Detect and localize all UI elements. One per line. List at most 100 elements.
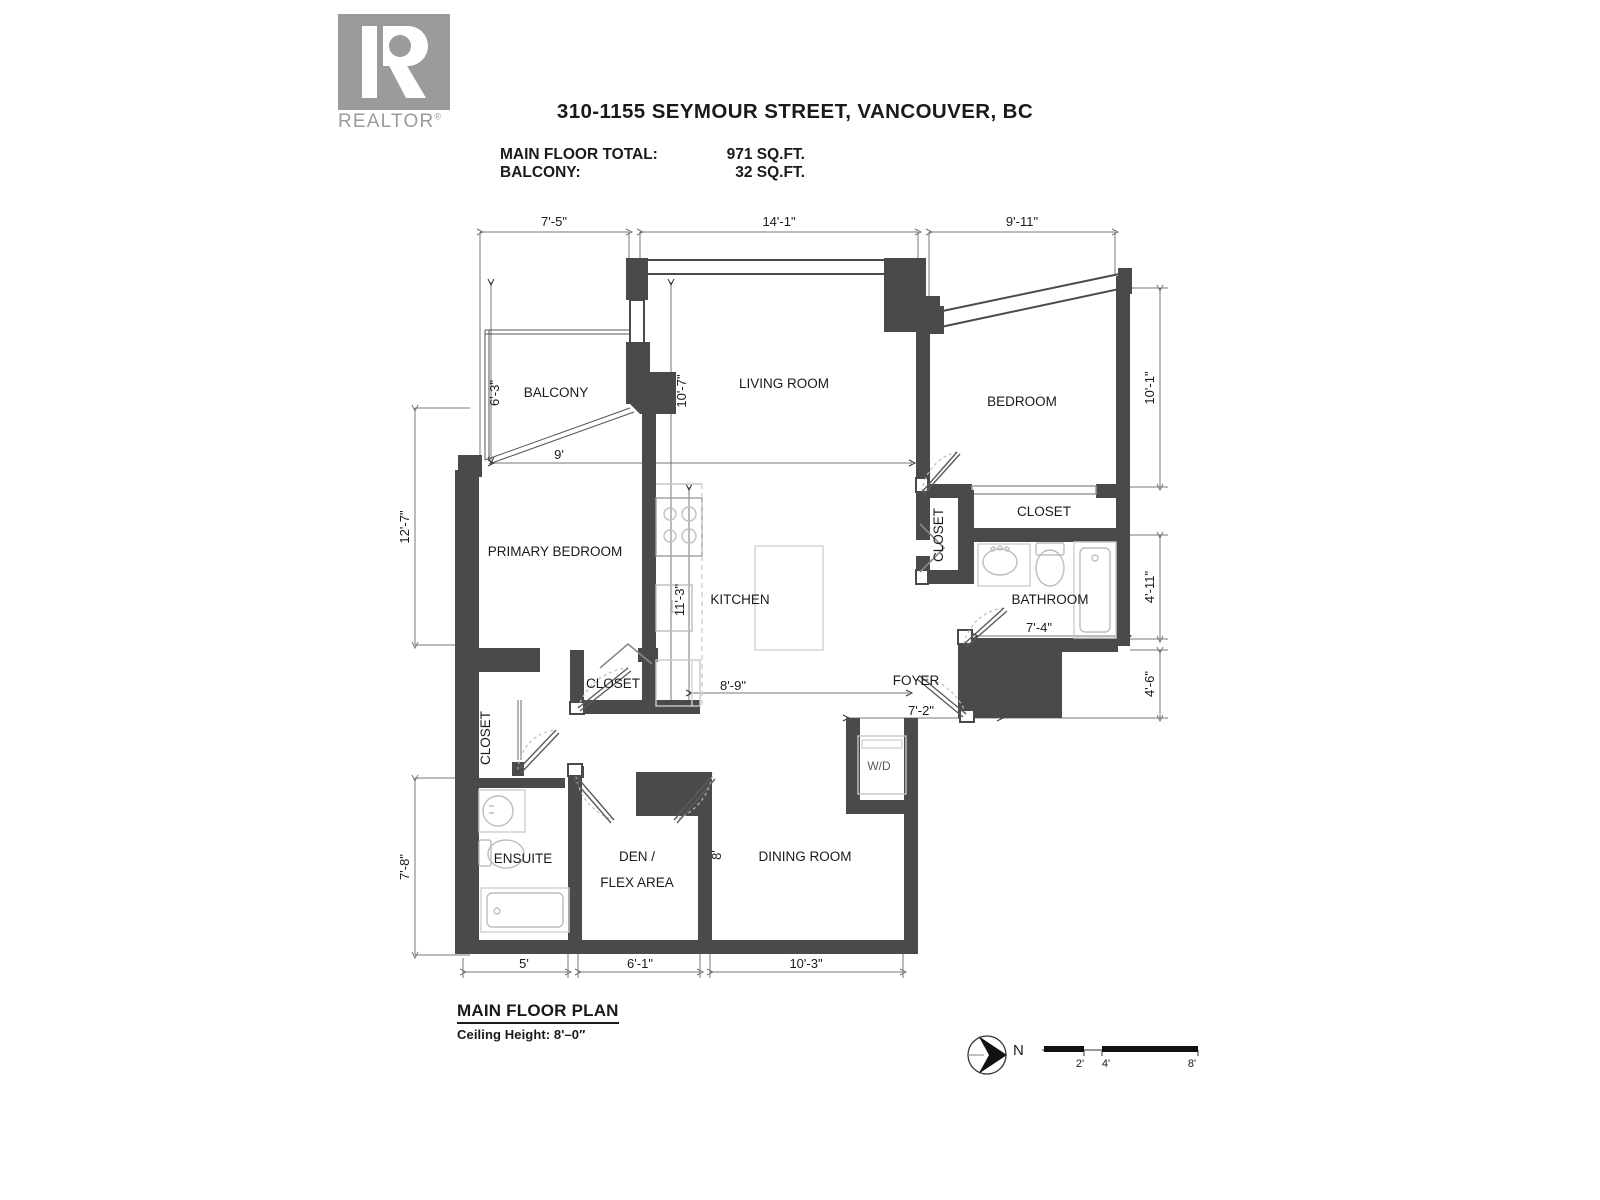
realtor-logo: REALTOR® [338,14,450,134]
dim-foyer-width: 7'-2" [908,703,934,718]
room-label-living-room: LIVING ROOM [739,376,829,391]
kitchen-appliance [655,659,701,707]
scale-bar: 2' 4' 8' [1042,1046,1199,1070]
dim-bottom-2: 6'-1" [627,956,653,971]
wall-closet-hall-east [958,490,974,582]
dim-left-1: 12'-7" [397,510,412,544]
realtor-wordmark: REALTOR® [338,111,456,133]
page-title: 310-1155 SEYMOUR STREET, VANCOUVER, BC [556,100,1034,123]
ensuite-tub-icon [480,887,570,933]
summary-value-balcony: 32 SQ.FT. [735,164,805,181]
bathroom-toilet-icon [1035,542,1065,587]
summary-row-balcony: BALCONY: 32 SQ.FT. [500,164,1100,182]
area-summary: MAIN FLOOR TOTAL: 971 SQ.FT. BALCONY: 32… [500,146,1100,182]
wall-top-right-block2 [884,258,926,296]
dim-right-3: 4'-6" [1142,671,1157,697]
jamb-foyer-door [959,709,975,723]
wall-kitchen-west-window [629,299,645,347]
swing-bedroom [921,451,958,493]
door-swings [517,451,1008,824]
north-label: N [1013,1042,1024,1059]
wall-bedroom-west [916,330,930,488]
ensuite-toilet-icon [478,839,525,869]
door-leaf-closet-kitchen [577,667,632,712]
washer-dryer-icon [857,735,907,795]
ceiling-height-note: Ceiling Height: 8'–0″ [457,1027,586,1042]
wall-living-west [626,258,648,300]
wall-ensuite-north [455,778,565,788]
wall-bathroom-south-block [958,638,1118,718]
room-label-bedroom: BEDROOM [987,394,1057,409]
dim-balcony-width: 9' [554,447,564,462]
swing-closet-kitchen-left [577,667,629,709]
dim-right-2: 4'-11" [1142,571,1157,604]
wall-primary-west [455,470,540,790]
room-label-closet-primary: CLOSET [478,711,493,765]
room-label-closet-kitchen: CLOSET [586,676,640,691]
door-leaf-bedroom [921,451,961,495]
wall-closet-hall-west [916,490,930,540]
jamb-closet-hall-door [915,569,929,585]
kitchen-island [754,545,824,651]
room-label-den-2: FLEX AREA [600,875,674,890]
wall-foyer-west [846,718,860,812]
walls [455,258,1132,954]
dim-den-height: 8' [709,850,724,860]
room-label-closet-hall: CLOSET [931,508,946,562]
summary-label-balcony: BALCONY: [500,164,581,181]
dim-living-height: 10'-7" [674,374,689,408]
dimension-labels: 7'-5" 14'-1" 9'-11" 12'-7" 7'-8" 10'-1" … [397,214,1157,971]
compass-icon [967,1035,1007,1075]
wall-wd-bottom [846,800,918,814]
scale-tick-8: 8' [1188,1058,1196,1070]
room-label-kitchen: KITCHEN [710,592,769,607]
dim-left-2: 7'-8" [397,854,412,880]
bedroom-window-angled [926,268,1132,334]
scale-tick-2: 2' [1076,1058,1084,1070]
wall-bathroom-top [972,528,1118,542]
room-label-den-1: DEN / [619,849,655,864]
summary-label-main-floor: MAIN FLOOR TOTAL: [500,146,658,163]
wall-closet-kitchen-west [570,650,584,708]
dim-top-3: 9'-11" [1006,214,1039,229]
summary-value-main-floor: 971 SQ.FT. [726,146,805,163]
closet-kitchen-bifold [599,642,653,669]
room-label-balcony: BALCONY [524,385,589,400]
closet-primary-rods [517,700,522,760]
wall-den-west [568,772,582,954]
plan-title: MAIN FLOOR PLAN [457,1001,619,1024]
room-labels: BALCONY LIVING ROOM BEDROOM CLOSET CLOSE… [478,376,1089,890]
room-label-dining-room: DINING ROOM [759,849,852,864]
room-label-foyer: FOYER [893,673,940,688]
wall-closet-kitchen-right [638,648,658,662]
summary-row-main-floor: MAIN FLOOR TOTAL: 971 SQ.FT. [500,146,1100,164]
balcony-railing [484,329,635,465]
room-label-primary-bedroom: PRIMARY BEDROOM [488,544,623,559]
door-leaf-den-right [673,775,716,824]
ensuite-sink-icon [478,789,526,833]
dim-balcony-height: 6'-3" [487,380,502,406]
door-leaf-foyer [916,675,967,718]
header: REALTOR® 310-1155 SEYMOUR STREET, VANCOU… [0,0,1600,200]
swing-den-right [673,775,713,821]
swing-foyer [915,675,967,715]
registered-icon: ® [434,111,443,122]
dim-bottom-1: 5' [519,956,529,971]
room-label-ensuite: ENSUITE [494,851,553,866]
room-label-closet-bedroom: CLOSET [1017,504,1071,519]
jamb-den-door [567,763,583,777]
bathroom-tub-icon [1073,541,1117,639]
fixtures [478,483,1117,933]
wall-living-west-jog [626,372,676,414]
dim-bottom-3: 10'-3" [789,956,823,971]
scale-tick-4: 4' [1102,1058,1110,1070]
wall-dining-south [455,940,918,954]
wall-den-east-top [636,772,712,816]
door-leaf-bathroom [963,607,1008,648]
realtor-wordmark-text: REALTOR [338,111,435,132]
plan-footer: MAIN FLOOR PLAN Ceiling Height: 8'–0″ [457,1001,619,1042]
wall-closet-hall-bottom [916,570,974,584]
room-label-bathroom: BATHROOM [1012,592,1089,607]
realtor-r-glyph [362,26,428,98]
